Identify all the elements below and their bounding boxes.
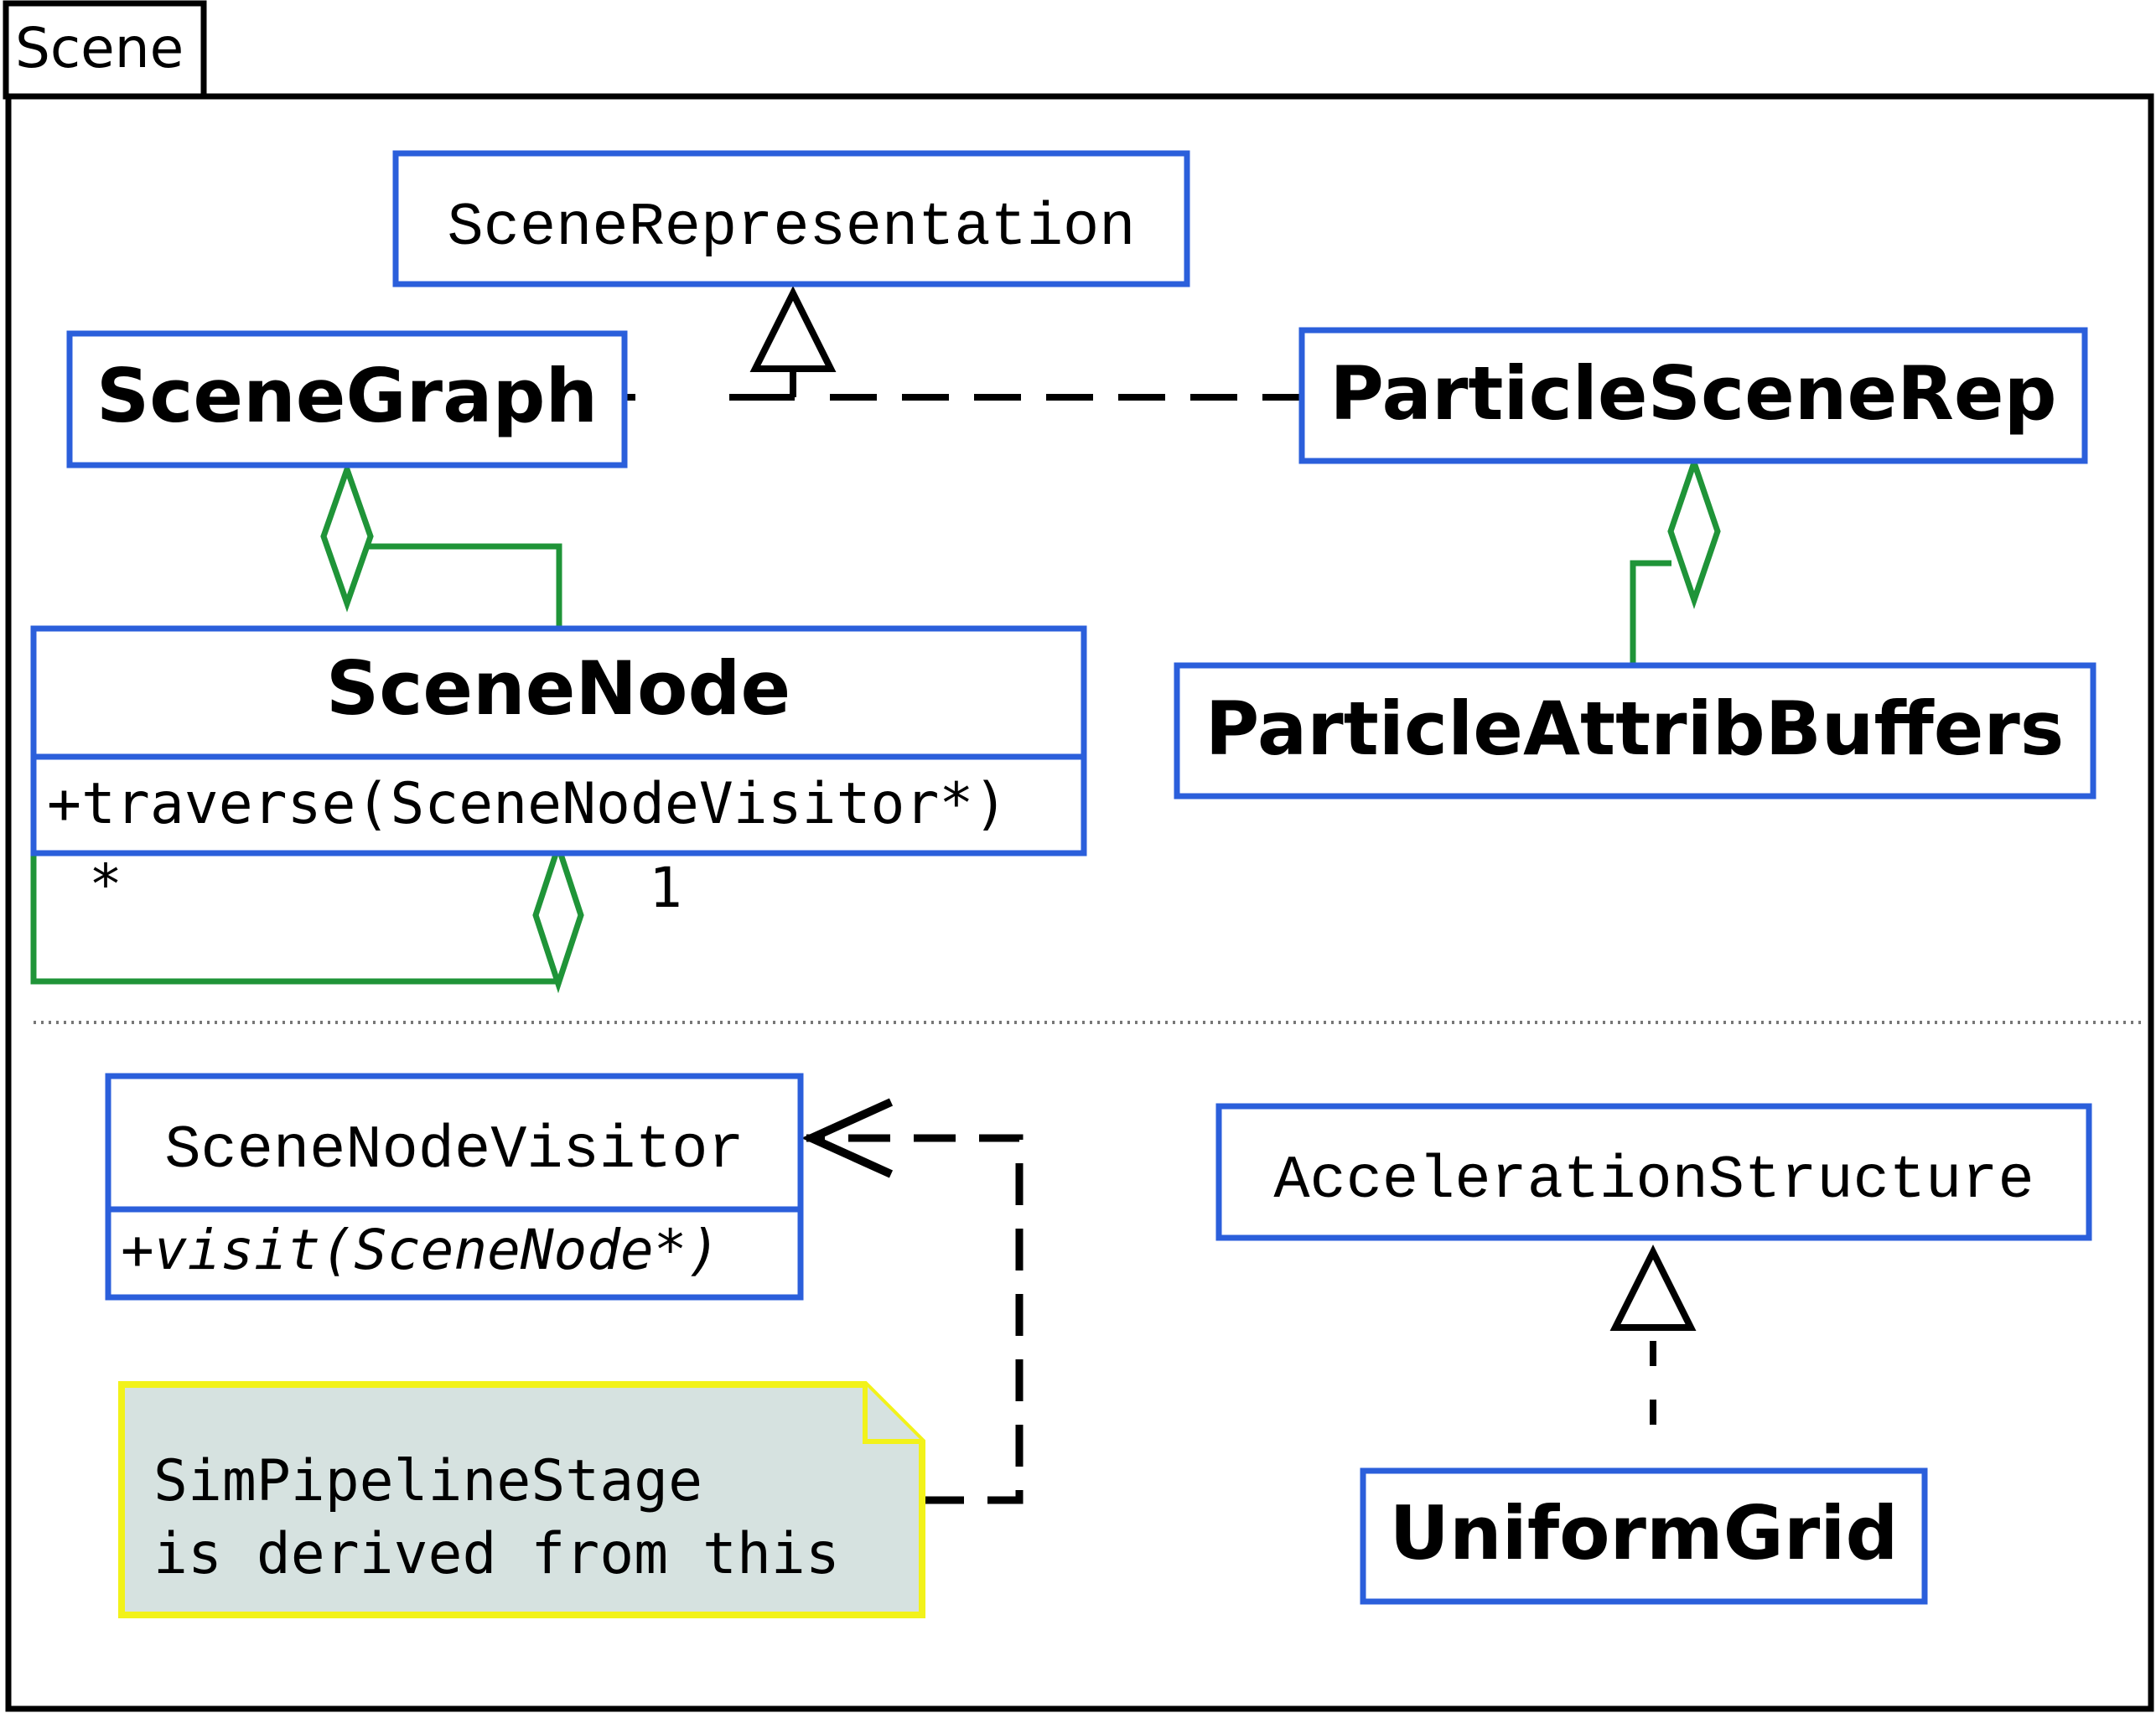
note[interactable]: SimPipelineStage is derived from this	[118, 1381, 925, 1618]
aggregation-diamond-icon	[532, 836, 584, 994]
class-particle-scene-rep[interactable]: ParticleSceneRep	[1298, 327, 2088, 464]
aggregation-scenegraph-scenenode	[320, 460, 562, 627]
method-traverse: +traverse(SceneNodeVisitor*)	[47, 771, 1008, 837]
class-name: ParticleSceneRep	[1329, 350, 2056, 437]
class-name: SceneGraph	[96, 353, 598, 439]
class-name: SceneRepresentation	[448, 194, 1136, 262]
class-scene-graph[interactable]: SceneGraph	[66, 330, 628, 468]
class-name: ParticleAttribBuffers	[1205, 686, 2064, 772]
aggregation-diamond-icon	[1667, 453, 1721, 609]
realization-scene-representation	[627, 286, 1301, 401]
class-scene-node-visitor[interactable]: SceneNodeVisitor +visit(SceneNode*)	[105, 1073, 804, 1301]
class-name: AccelerationStructure	[1273, 1146, 2034, 1215]
realization-triangle-icon	[1609, 1245, 1697, 1331]
class-name: UniformGrid	[1390, 1490, 1899, 1576]
class-particle-attrib-buffers[interactable]: ParticleAttribBuffers	[1174, 662, 2096, 800]
package-label: Scene	[15, 16, 184, 80]
multiplicity-one: 1	[649, 856, 682, 920]
note-line-2: is derived from this	[153, 1521, 840, 1587]
realization-triangle-icon	[749, 286, 837, 372]
method-visit: +visit(SceneNode*)	[121, 1218, 720, 1282]
class-name: SceneNode	[326, 645, 790, 732]
class-scene-representation[interactable]: SceneRepresentation	[392, 150, 1190, 287]
class-acceleration-structure[interactable]: AccelerationStructure	[1215, 1103, 2092, 1241]
aggregation-scenenode-self	[30, 836, 584, 994]
note-line-1: SimPipelineStage	[153, 1448, 702, 1514]
class-name: SceneNodeVisitor	[164, 1116, 744, 1185]
note-fold-icon	[863, 1384, 922, 1444]
class-uniform-grid[interactable]: UniformGrid	[1360, 1467, 1928, 1605]
realization-acceleration-structure	[1609, 1245, 1697, 1425]
package-tab	[3, 0, 207, 100]
class-scene-node[interactable]: SceneNode +traverse(SceneNodeVisitor*)	[30, 625, 1087, 856]
dependency-note-visitor	[801, 1098, 1024, 1504]
aggregation-diamond-icon	[320, 460, 374, 613]
arrowhead-icon	[801, 1098, 894, 1178]
aggregation-particlescenerep-buffers	[1630, 453, 1721, 665]
multiplicity-many: *	[89, 852, 122, 917]
